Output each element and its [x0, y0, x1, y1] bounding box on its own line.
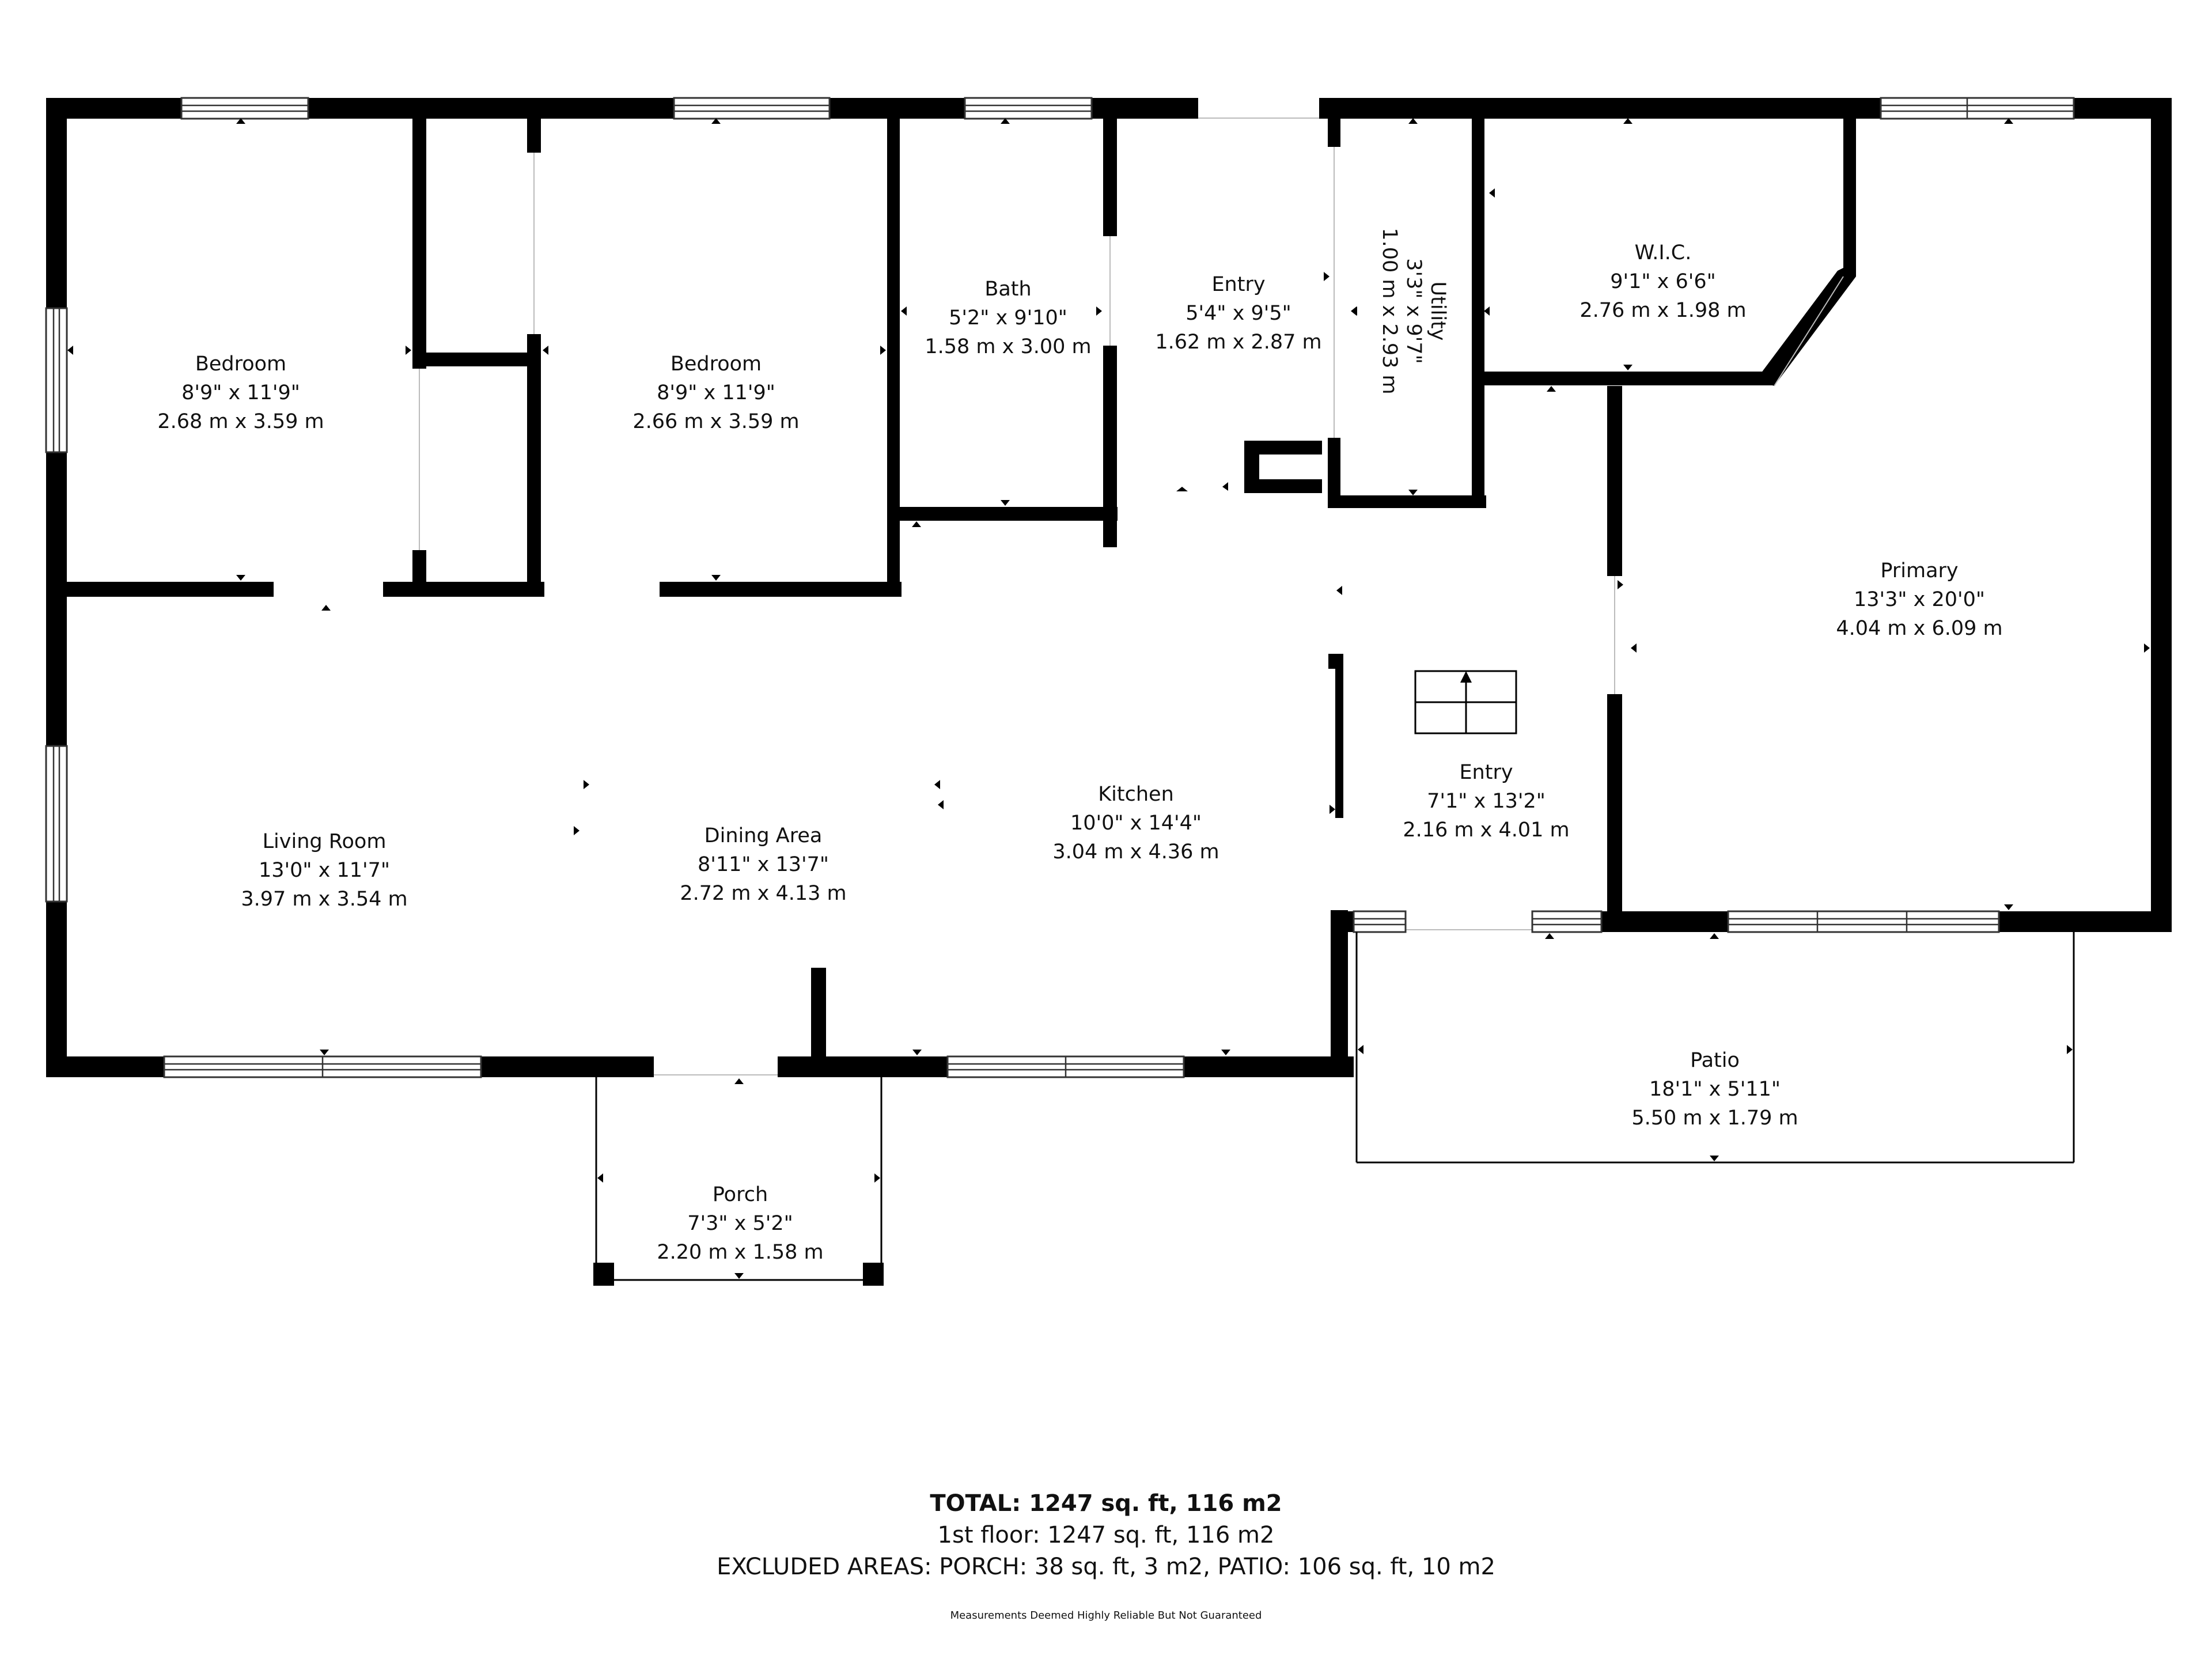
room-dim-imperial: 3'3" x 9'7"	[1402, 258, 1425, 363]
room-dim-metric: 2.68 m x 3.59 m	[157, 410, 324, 433]
room-name: W.I.C.	[1635, 241, 1692, 264]
room-name: Entry	[1211, 273, 1265, 296]
room-dim-imperial: 8'9" x 11'9"	[181, 381, 300, 404]
room-dim-metric: 3.04 m x 4.36 m	[1052, 840, 1219, 863]
room-dim-imperial: 10'0" x 14'4"	[1070, 812, 1202, 835]
room-dim-metric: 2.16 m x 4.01 m	[1403, 819, 1569, 842]
disclaimer: Measurements Deemed Highly Reliable But …	[950, 1609, 1262, 1622]
door-openings	[274, 118, 1844, 1077]
room-name: Porch	[713, 1183, 768, 1206]
dimension-arrows	[67, 118, 2150, 1279]
room-dim-metric: 1.00 m x 2.93 m	[1378, 228, 1401, 394]
room-dim-metric: 2.72 m x 4.13 m	[680, 882, 846, 905]
room-label-bedroom-2: Bedroom 8'9" x 11'9" 2.66 m x 3.59 m	[632, 353, 799, 433]
room-label-bedroom-1: Bedroom 8'9" x 11'9" 2.68 m x 3.59 m	[157, 353, 324, 433]
room-dim-imperial: 7'3" x 5'2"	[687, 1212, 793, 1235]
room-dim-imperial: 7'1" x 13'2"	[1427, 790, 1546, 813]
room-name: Entry	[1459, 761, 1513, 784]
room-name: Patio	[1690, 1049, 1740, 1072]
room-label-entry-mid: Entry 7'1" x 13'2" 2.16 m x 4.01 m	[1403, 761, 1569, 842]
room-label-living-room: Living Room 13'0" x 11'7" 3.97 m x 3.54 …	[241, 830, 407, 911]
porch-outline	[593, 1077, 884, 1286]
room-name: Primary	[1880, 559, 1958, 582]
windows	[45, 97, 2075, 1078]
room-dim-imperial: 18'1" x 5'11"	[1649, 1078, 1781, 1101]
patio-outline	[1355, 932, 2075, 1164]
room-label-bath: Bath 5'2" x 9'10" 1.58 m x 3.00 m	[925, 278, 1091, 358]
floor-area: 1st floor: 1247 sq. ft, 116 m2	[937, 1522, 1275, 1548]
room-dim-imperial: 8'9" x 11'9"	[657, 381, 775, 404]
room-dim-imperial: 13'0" x 11'7"	[259, 859, 390, 882]
room-name: Bedroom	[195, 353, 286, 376]
interior-walls	[46, 115, 1856, 1066]
room-dim-metric: 1.58 m x 3.00 m	[925, 335, 1091, 358]
room-dim-metric: 2.66 m x 3.59 m	[632, 410, 799, 433]
room-name: Bath	[984, 278, 1031, 301]
room-dim-metric: 1.62 m x 2.87 m	[1155, 331, 1321, 354]
room-name: Dining Area	[704, 824, 823, 847]
room-label-entry-top: Entry 5'4" x 9'5" 1.62 m x 2.87 m	[1155, 273, 1321, 354]
room-dim-metric: 5.50 m x 1.79 m	[1631, 1107, 1798, 1130]
room-label-kitchen: Kitchen 10'0" x 14'4" 3.04 m x 4.36 m	[1052, 783, 1219, 863]
room-dim-metric: 2.76 m x 1.98 m	[1580, 299, 1746, 322]
room-label-patio: Patio 18'1" x 5'11" 5.50 m x 1.79 m	[1631, 1049, 1798, 1130]
room-dim-imperial: 5'4" x 9'5"	[1185, 302, 1291, 325]
stairs-symbol	[1414, 670, 1517, 734]
room-dim-imperial: 13'3" x 20'0"	[1854, 588, 1985, 611]
room-dim-metric: 4.04 m x 6.09 m	[1836, 617, 2002, 640]
room-dim-imperial: 9'1" x 6'6"	[1610, 270, 1715, 293]
room-dim-imperial: 8'11" x 13'7"	[698, 853, 829, 876]
room-label-wic: W.I.C. 9'1" x 6'6" 2.76 m x 1.98 m	[1580, 241, 1746, 322]
room-name: Bedroom	[671, 353, 762, 376]
excluded-areas: EXCLUDED AREAS: PORCH: 38 sq. ft, 3 m2, …	[717, 1554, 1495, 1580]
room-label-dining-area: Dining Area 8'11" x 13'7" 2.72 m x 4.13 …	[680, 824, 846, 905]
room-name: Utility	[1426, 282, 1449, 341]
room-label-primary: Primary 13'3" x 20'0" 4.04 m x 6.09 m	[1836, 559, 2002, 640]
room-dim-imperial: 5'2" x 9'10"	[949, 306, 1067, 329]
total-area: TOTAL: 1247 sq. ft, 116 m2	[930, 1490, 1282, 1517]
room-dim-metric: 3.97 m x 3.54 m	[241, 888, 407, 911]
room-label-utility: Utility 3'3" x 9'7" 1.00 m x 2.93 m	[1378, 228, 1449, 394]
room-name: Living Room	[263, 830, 387, 853]
room-dim-metric: 2.20 m x 1.58 m	[657, 1241, 823, 1264]
room-label-porch: Porch 7'3" x 5'2" 2.20 m x 1.58 m	[657, 1183, 823, 1264]
room-name: Kitchen	[1098, 783, 1174, 806]
